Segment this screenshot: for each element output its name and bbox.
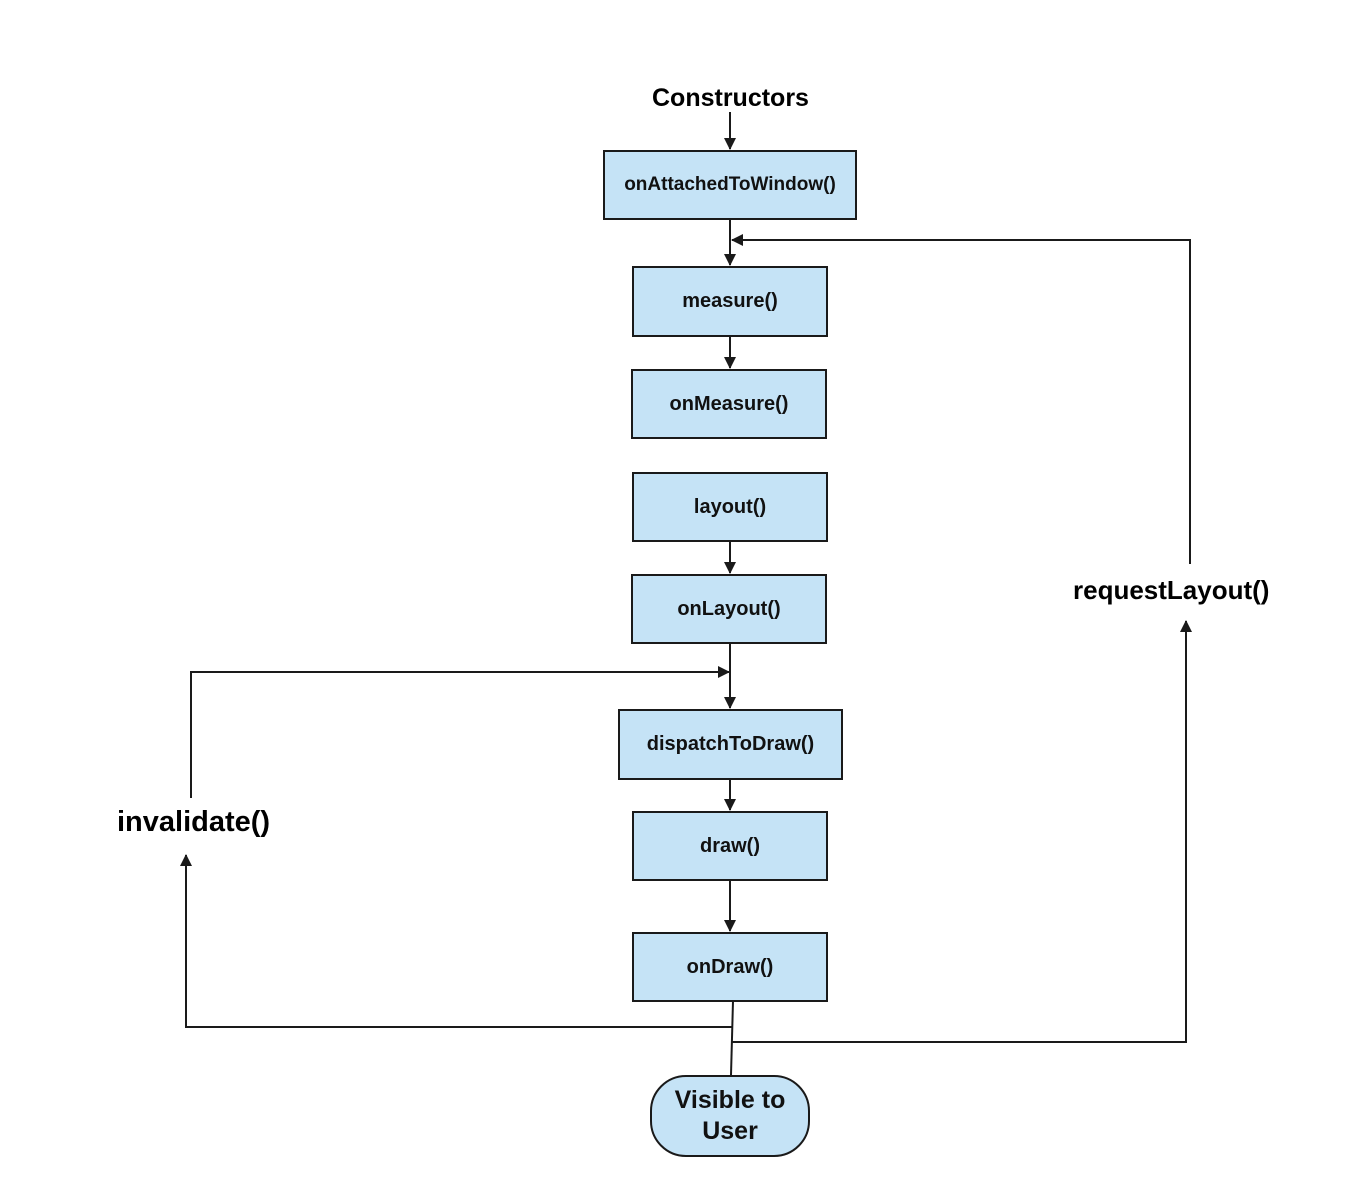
constructors-label: Constructors — [652, 84, 809, 112]
arrow-invalidate-loop-return — [190, 666, 730, 798]
node-dispatch-to-draw: dispatchToDraw() — [618, 709, 843, 780]
node-visible-to-user: Visible to User — [650, 1075, 810, 1157]
arrow-requestlayout-loop-return — [731, 234, 1191, 564]
node-measure: measure() — [632, 266, 828, 337]
node-draw: draw() — [632, 811, 828, 881]
arrow-requestlayout-loop-up — [731, 620, 1192, 1043]
invalidate-label: invalidate() — [117, 806, 271, 838]
node-layout: layout() — [632, 472, 828, 542]
node-on-layout: onLayout() — [631, 574, 827, 644]
request-layout-label: requestLayout() — [1073, 575, 1270, 605]
node-on-measure: onMeasure() — [631, 369, 827, 439]
node-on-draw: onDraw() — [632, 932, 828, 1002]
connector-ondraw-to-visible — [730, 1000, 734, 1076]
node-on-attached-to-window: onAttachedToWindow() — [603, 150, 857, 220]
arrow-invalidate-loop-up — [180, 854, 733, 1028]
